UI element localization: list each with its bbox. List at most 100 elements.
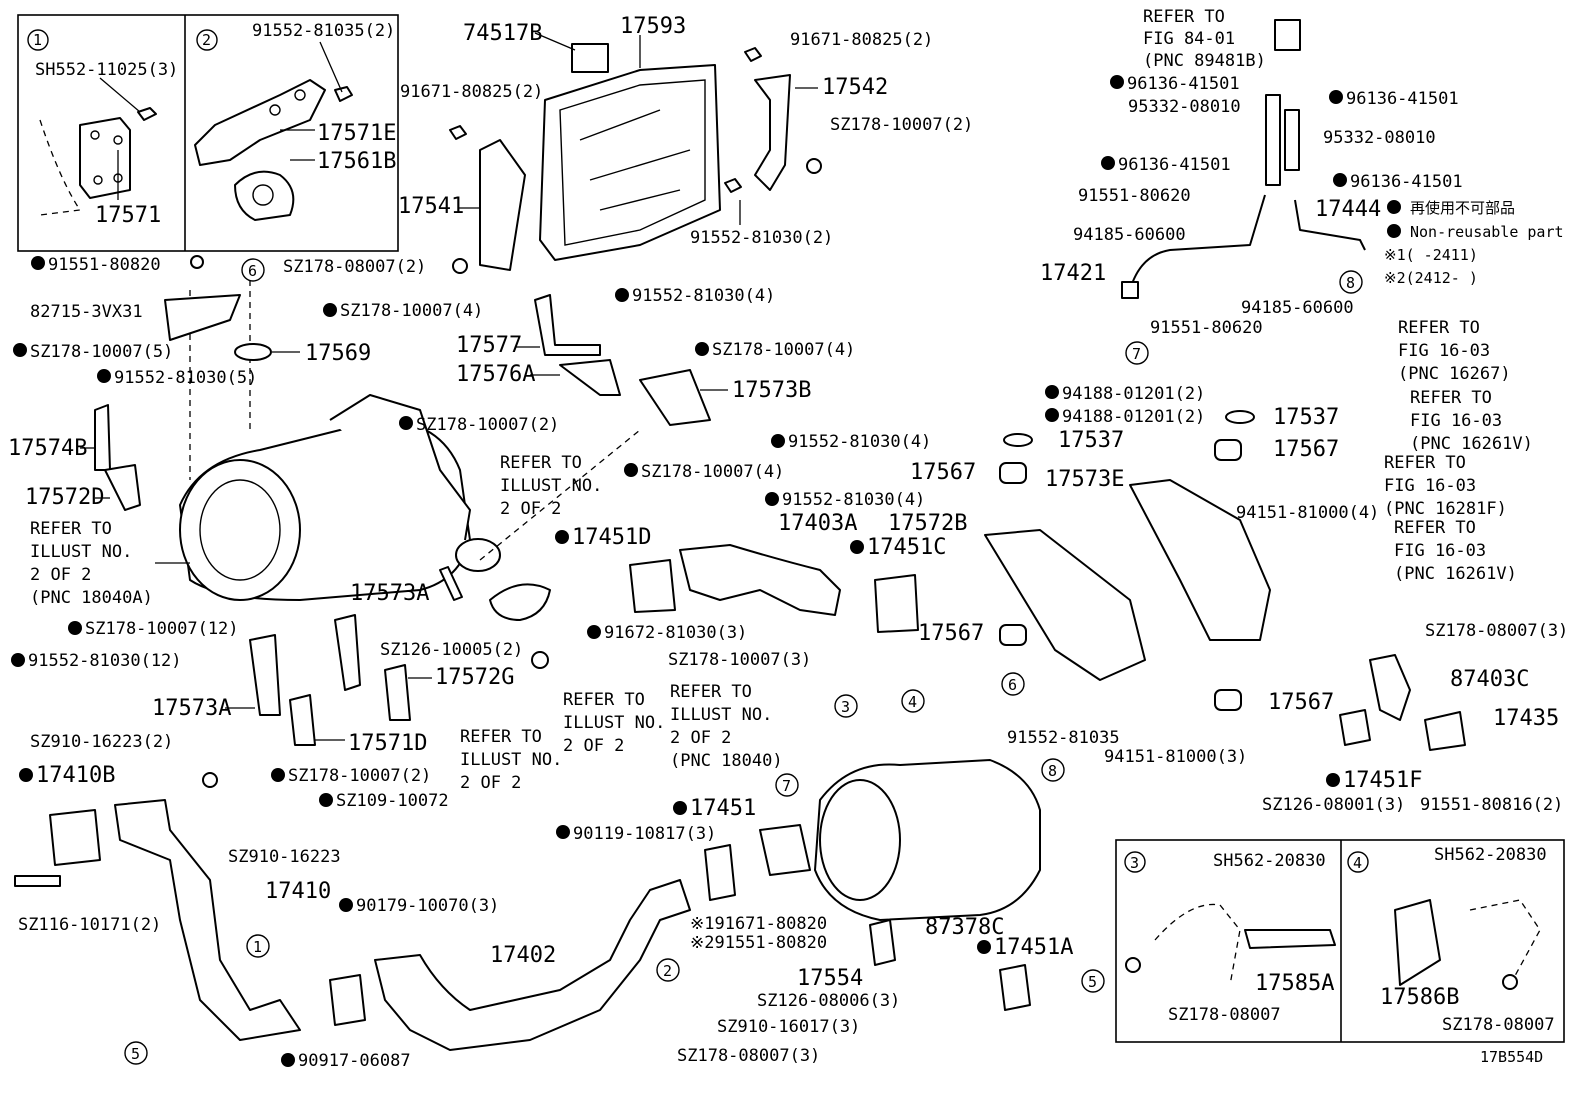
refer-r3-line2: ILLUST NO. (563, 713, 665, 733)
label-17561B: 17561B (317, 149, 396, 174)
callout-7a: 7 (1132, 345, 1141, 363)
label-SZ178-10007-2a: SZ178-10007(2) (830, 115, 973, 135)
label-SZ178-10007-2b: SZ178-10007(2) (416, 415, 559, 435)
legend-note2: ※2(2412- ) (1384, 269, 1478, 287)
label-91551-80620-b: 91551-80620 (1150, 318, 1263, 338)
label-17451D: 17451D (572, 525, 651, 550)
label-91671-80825-b: 91671-80825(2) (400, 82, 543, 102)
label-SZ178-08007-b: SZ178-08007 (1442, 1015, 1555, 1035)
inset-3-number: 3 (1130, 854, 1139, 872)
left-converter-group: 91551-80820 82715-3VX31 SZ178-10007(5) 9… (8, 255, 641, 756)
label-90179-10070: 90179-10070(3) (356, 896, 499, 916)
label-91552-81030-4c: 91552-81030(4) (782, 490, 925, 510)
label-17593: 17593 (620, 14, 686, 39)
label-17537-a: 17537 (1273, 405, 1339, 430)
refer-fig2-line2: FIG 16-03 (1410, 411, 1502, 431)
callout-6a: 6 (248, 262, 257, 280)
refer-fig2-line3: (PNC 16261V) (1410, 434, 1533, 454)
label-17573A-top: 17573A (350, 581, 429, 606)
refer-fig84-line2: FIG 84-01 (1143, 29, 1235, 49)
label-91552-81030-4b: 91552-81030(4) (788, 432, 931, 452)
label-17542: 17542 (822, 75, 888, 100)
label-17444: 17444 (1315, 197, 1381, 222)
label-SZ116-10171: SZ116-10171(2) (18, 915, 161, 935)
label-17573A-bot: 17573A (152, 696, 231, 721)
label-SZ178-08007-a: SZ178-08007 (1168, 1005, 1281, 1025)
label-91551-80620-a: 91551-80620 (1078, 186, 1191, 206)
label-94185-60600-a: 94185-60600 (1073, 225, 1186, 245)
label-17421: 17421 (1040, 261, 1106, 286)
refer-fig1-line2: FIG 16-03 (1398, 341, 1490, 361)
label-96136-41501-a: 96136-41501 (1127, 74, 1240, 94)
refer-fig84-line3: (PNC 89481B) (1143, 51, 1266, 71)
inset-2-number: 2 (202, 31, 211, 49)
label-96136-41501-b: 96136-41501 (1346, 89, 1459, 109)
label-SZ126-08006: SZ126-08006(3) (757, 991, 900, 1011)
label-96136-41501-d: 96136-41501 (1350, 172, 1463, 192)
label-SZ178-10007-4b: SZ178-10007(4) (712, 340, 855, 360)
label-94151-81000-3: 94151-81000(3) (1104, 747, 1247, 767)
label-91552-81030-5: 91552-81030(5) (114, 368, 257, 388)
label-SZ126-10005: SZ126-10005(2) (380, 640, 523, 660)
label-91552-81030-4a: 91552-81030(4) (632, 286, 775, 306)
refer-r2-line3: 2 OF 2 (30, 565, 91, 585)
heat-shield-group: 74517B 17593 91671-80825(2) 17542 91671-… (283, 14, 973, 277)
label-91671-80820: ※191671-80820 (690, 914, 827, 934)
label-SZ178-10007-4c: SZ178-10007(4) (641, 462, 784, 482)
label-17451A: 17451A (994, 935, 1073, 960)
diagram-code: 17B554D (1480, 1048, 1543, 1066)
label-SZ910-16017: SZ910-16017(3) (717, 1017, 860, 1037)
legend-en: Non-reusable part (1410, 223, 1564, 241)
label-17574B: 17574B (8, 436, 87, 461)
label-17577: 17577 (456, 333, 522, 358)
refer-r1-line2: ILLUST NO. (500, 476, 602, 496)
label-SH562-20830-b: SH562-20830 (1434, 845, 1547, 865)
callout-5a: 5 (131, 1045, 140, 1063)
inset-4-number: 4 (1353, 854, 1362, 872)
callout-2: 2 (663, 962, 672, 980)
label-17572B: 17572B (888, 511, 967, 536)
refer-r4-line2: ILLUST NO. (460, 750, 562, 770)
refer-fig4-line1: REFER TO (1394, 518, 1476, 538)
refer-r2-line4: (PNC 18040A) (30, 588, 153, 608)
label-17410: 17410 (265, 879, 331, 904)
refer-fig4-line3: (PNC 16261V) (1394, 564, 1517, 584)
label-91551-80820: 91551-80820 (48, 255, 161, 275)
label-87403C: 87403C (1450, 667, 1529, 692)
label-95332-08010-b: 95332-08010 (1323, 128, 1436, 148)
label-91552-81035: 91552-81035(2) (252, 21, 395, 41)
label-91552-81030-12: 91552-81030(12) (28, 651, 182, 671)
label-17571E: 17571E (317, 121, 396, 146)
label-SZ109-10072: SZ109-10072 (336, 791, 449, 811)
refer-r5-line3: 2 OF 2 (670, 728, 731, 748)
label-SZ126-08001: SZ126-08001(3) (1262, 795, 1405, 815)
refer-fig3-line2: FIG 16-03 (1384, 476, 1476, 496)
label-91672-81030: 91672-81030(3) (604, 623, 747, 643)
label-94188-01201-a: 94188-01201(2) (1062, 384, 1205, 404)
label-17451C: 17451C (867, 535, 946, 560)
label-91671-80825-a: 91671-80825(2) (790, 30, 933, 50)
refer-fig3-line1: REFER TO (1384, 453, 1466, 473)
label-91552-81035-b: 91552-81035 (1007, 728, 1120, 748)
label-SH552-11025: SH552-11025(3) (35, 60, 178, 80)
callout-1: 1 (253, 938, 262, 956)
label-96136-41501-c: 96136-41501 (1118, 155, 1231, 175)
refer-r2-line2: ILLUST NO. (30, 542, 132, 562)
label-17451: 17451 (690, 796, 756, 821)
label-82715-3VX31: 82715-3VX31 (30, 302, 143, 322)
callout-4: 4 (908, 693, 917, 711)
callout-3: 3 (841, 698, 850, 716)
center-bracket-group: SZ178-10007(4) 91552-81030(4) 17577 SZ17… (323, 286, 946, 793)
label-17537-b: 17537 (1058, 428, 1124, 453)
refer-r4-line3: 2 OF 2 (460, 773, 521, 793)
label-91552-81030-2: 91552-81030(2) (690, 228, 833, 248)
label-90917-06087: 90917-06087 (298, 1051, 411, 1071)
refer-fig84-line1: REFER TO (1143, 7, 1225, 27)
refer-fig2-line1: REFER TO (1410, 388, 1492, 408)
refer-r1-line3: 2 OF 2 (500, 499, 561, 519)
center-pipe-group: 17402 90119-10817(3) 17451 2 ※191671-808… (329, 796, 827, 1051)
label-74517B: 74517B (463, 21, 542, 46)
label-17554: 17554 (797, 966, 863, 991)
label-17569: 17569 (305, 341, 371, 366)
